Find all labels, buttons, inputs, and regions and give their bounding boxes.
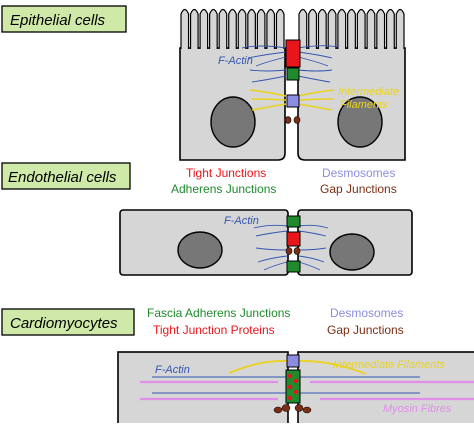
cardiomyocyte-if-label: Intermediate Filaments	[333, 359, 445, 371]
microvillus	[266, 8, 276, 49]
microvillus	[317, 8, 327, 49]
legend-desmosomes-cardio: Desmosomes	[330, 306, 403, 320]
epithelial-intermediate-filaments	[249, 89, 335, 111]
microvillus	[347, 8, 356, 49]
epithelial-title: Epithelial cells	[10, 12, 106, 29]
cardiomyocytes-panel: Cardiomyocytes Fascia Adherens Junctions…	[1, 306, 474, 428]
epithelial-title-box	[1, 5, 127, 33]
legend-tight-junction-proteins: Tight Junction Proteins	[153, 323, 275, 337]
epithelial-f-actin-lines	[241, 45, 339, 83]
microvillus	[256, 8, 266, 49]
microvillus	[327, 8, 337, 49]
epithelial-desmosome	[286, 94, 300, 108]
microvillus	[298, 8, 308, 49]
cardiomyocyte-desmosome	[286, 354, 300, 368]
cardiomyocyte-f-actin-label: F-Actin	[155, 364, 190, 376]
endothelial-adherens-junction-top	[286, 215, 301, 228]
epithelial-gap-junction-1	[284, 116, 292, 124]
epithelial-nucleus-right	[337, 96, 383, 148]
cardiomyocyte-fascia-adherens	[285, 369, 301, 404]
microvillus	[275, 8, 285, 49]
myosin-fibres-label: Myosin Fibres	[383, 403, 452, 415]
legend-adherens-junctions: Adherens Junctions	[171, 182, 276, 196]
epithelial-panel: Epithelial cells F-Actin	[1, 5, 406, 161]
microvillus	[395, 8, 405, 49]
cardiomyocytes-title: Cardiomyocytes	[10, 315, 118, 332]
legend-desmosomes: Desmosomes	[322, 166, 395, 180]
legend-tight-junctions: Tight Junctions	[186, 166, 266, 180]
epithelial-if-label-line2: Filaments	[340, 99, 388, 111]
microvillus	[228, 8, 237, 49]
microvillus	[337, 8, 347, 49]
legend-fascia-adherens: Fascia Adherens Junctions	[147, 306, 290, 320]
legend-gap-junctions: Gap Junctions	[320, 182, 397, 196]
epithelial-if-label-line1: Intermediate	[338, 86, 399, 98]
microvillus	[366, 8, 376, 49]
microvillus	[376, 8, 386, 49]
epithelial-microvilli-left	[180, 8, 285, 49]
epithelial-nucleus-left	[210, 96, 256, 148]
cardiomyocyte-f-actin-lines	[152, 376, 420, 394]
endothelial-nucleus-left	[177, 231, 223, 269]
endothelial-tight-junction	[286, 231, 301, 247]
endothelial-title: Endothelial cells	[8, 169, 117, 186]
microvillus	[308, 8, 318, 49]
endothelial-panel: Endothelial cells Tight Junctions Desmos…	[1, 162, 413, 276]
epithelial-adherens-junction	[286, 67, 300, 81]
endothelial-gap-junction-1	[285, 247, 293, 255]
tight-junction-protein-dots	[287, 373, 299, 401]
myosin-fibres	[140, 380, 474, 401]
epithelial-f-actin-label: F-Actin	[218, 55, 253, 67]
cardiomyocyte-gap-junctions	[273, 404, 312, 414]
legend-gap-junctions-cardio: Gap Junctions	[327, 323, 404, 337]
epithelial-gap-junction-2	[293, 116, 301, 124]
microvillus	[189, 8, 199, 49]
microvillus	[247, 8, 256, 49]
microvillus	[209, 8, 218, 49]
endothelial-title-box	[1, 162, 131, 190]
endothelial-adherens-junction-bottom	[286, 260, 301, 273]
cardiomyocyte-intermediate-filaments	[228, 360, 367, 375]
endothelial-nucleus-right	[329, 233, 375, 271]
microvillus	[218, 8, 228, 49]
microvillus	[180, 8, 190, 49]
microvillus	[356, 8, 366, 49]
microvillus	[237, 8, 247, 49]
microvillus	[199, 8, 209, 49]
epithelial-microvilli-right	[298, 8, 405, 49]
microvillus	[385, 8, 395, 49]
endothelial-f-actin-lines	[253, 224, 329, 271]
cardiomyocytes-title-box	[1, 308, 135, 336]
endothelial-gap-junction-2	[293, 247, 301, 255]
endothelial-f-actin-label: F-Actin	[224, 215, 259, 227]
cardiomyocyte-cell-left	[117, 351, 289, 428]
epithelial-tight-junction	[285, 39, 301, 68]
